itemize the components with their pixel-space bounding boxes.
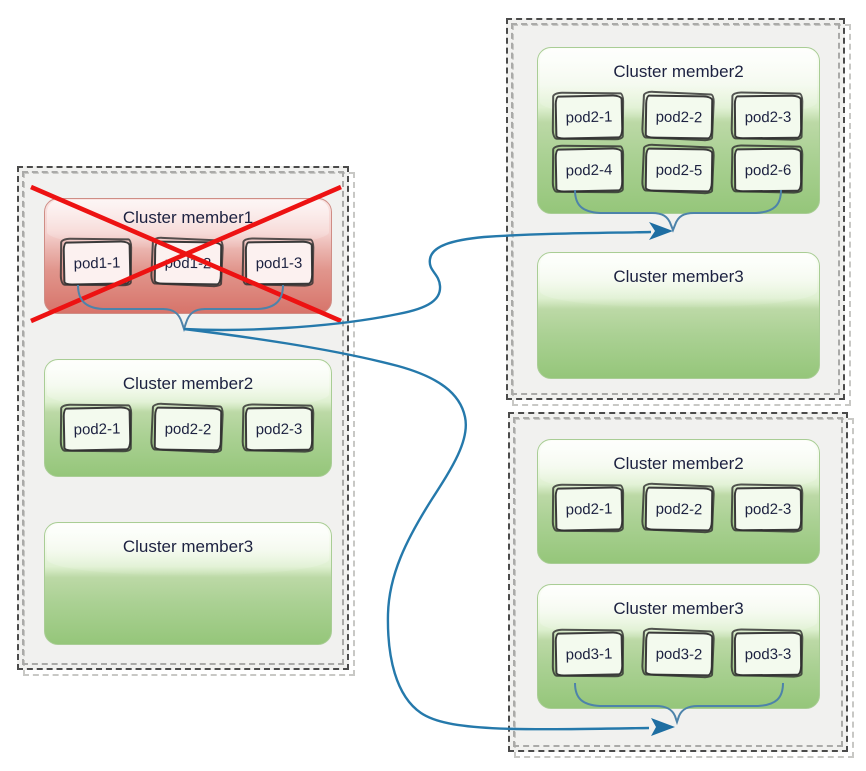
member-title: Cluster member2 xyxy=(613,62,744,81)
pod: pod2-3 xyxy=(733,94,803,140)
member-title: Cluster member3 xyxy=(613,599,744,618)
cluster-member: Cluster member2 pod2-1 pod2-2 pod2-3 xyxy=(537,439,820,564)
pod-row: pod2-1 pod2-2 pod2-3 xyxy=(45,406,331,452)
pod: pod2-3 xyxy=(244,406,314,452)
pod: pod1-3 xyxy=(244,240,314,286)
pod-row: pod1-1 pod1-2 pod1-3 xyxy=(45,240,331,286)
pod: pod2-2 xyxy=(153,406,223,452)
pod: pod3-1 xyxy=(554,631,624,677)
member-title: Cluster member1 xyxy=(122,208,254,227)
cluster-member: Cluster member3 pod3-1 pod3-2 pod3-3 xyxy=(537,584,820,709)
pod-row: pod2-1 pod2-2 pod2-3 xyxy=(538,94,819,140)
member-title: Cluster member2 xyxy=(613,454,744,473)
pod: pod2-6 xyxy=(733,147,803,193)
pod: pod2-5 xyxy=(644,147,713,193)
pod-row: pod2-1 pod2-2 pod2-3 xyxy=(538,486,819,532)
cluster-member-empty: Cluster member3 xyxy=(44,522,332,645)
pod: pod2-1 xyxy=(554,94,624,140)
cluster-member: Cluster member2 pod2-1 pod2-2 pod2-3 pod… xyxy=(537,47,820,214)
pod: pod2-1 xyxy=(62,406,132,452)
pod: pod1-1 xyxy=(62,240,132,286)
node-panel-left: Cluster member1 pod1-1 pod1-2 pod1-3 Clu… xyxy=(17,166,349,670)
pod: pod2-4 xyxy=(554,147,624,193)
cluster-member-empty: Cluster member3 xyxy=(537,252,820,379)
cluster-member-failed: Cluster member1 pod1-1 pod1-2 pod1-3 xyxy=(44,198,332,314)
pod-row: pod2-4 pod2-5 pod2-6 xyxy=(538,147,819,193)
pod: pod3-2 xyxy=(644,631,713,677)
member-title: Cluster member3 xyxy=(122,537,254,556)
cluster-member: Cluster member2 pod2-1 pod2-2 pod2-3 xyxy=(44,359,332,477)
node-panel-bottom-right: Cluster member2 pod2-1 pod2-2 pod2-3 Clu… xyxy=(508,412,848,752)
pod: pod2-2 xyxy=(644,94,713,140)
pod-row: pod3-1 pod3-2 pod3-3 xyxy=(538,631,819,677)
member-title: Cluster member3 xyxy=(613,267,744,286)
pod: pod2-1 xyxy=(554,486,624,532)
pod: pod2-2 xyxy=(644,486,713,532)
pod: pod1-2 xyxy=(153,240,223,286)
pod: pod2-3 xyxy=(733,486,803,532)
node-panel-top-right: Cluster member2 pod2-1 pod2-2 pod2-3 pod… xyxy=(506,18,845,400)
member-title: Cluster member2 xyxy=(122,374,254,393)
pod: pod3-3 xyxy=(733,631,803,677)
